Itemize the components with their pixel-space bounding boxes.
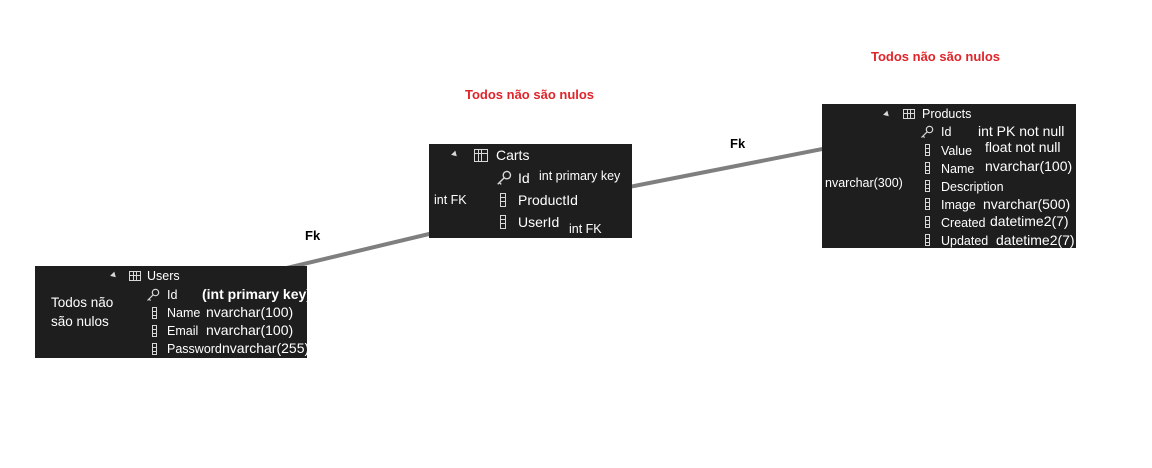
column-icon (152, 325, 157, 337)
carts-col-id-name[interactable]: Id (518, 170, 530, 186)
users-col-email-type: nvarchar(100) (206, 322, 294, 338)
column-icon (500, 193, 506, 207)
column-icon (925, 234, 930, 246)
products-col-created-name[interactable]: Created (941, 216, 986, 230)
carts-col-userid-type: int FK (569, 222, 602, 236)
column-icon (925, 198, 930, 210)
users-col-password-name[interactable]: Password (167, 342, 222, 356)
carts-not-null-note: Todos não são nulos (465, 87, 595, 102)
carts-col-id-type: int primary key (539, 169, 621, 183)
carts-table-panel: Carts int FK Id int primary key ProductI… (429, 144, 632, 238)
key-icon (921, 125, 934, 139)
column-icon (925, 216, 930, 228)
carts-col-userid-name[interactable]: UserId (518, 214, 560, 230)
users-table-panel: Users Todos não são nulos Id (int primar… (35, 266, 311, 358)
users-table-title[interactable]: Users (147, 269, 180, 283)
key-icon (147, 288, 160, 302)
users-not-null-note-line2: são nulos (51, 314, 109, 329)
users-col-id-type: (int primary key) (202, 286, 311, 302)
products-col-value-name[interactable]: Value (941, 144, 973, 158)
products-table-title[interactable]: Products (922, 107, 972, 121)
users-carts-fk-label: Fk (305, 228, 321, 243)
users-col-password-type: nvarchar(255) (222, 340, 310, 356)
products-col-name-name[interactable]: Name (941, 162, 975, 176)
users-col-email-name[interactable]: Email (167, 324, 199, 338)
expand-arrow-icon[interactable] (883, 110, 891, 119)
products-col-image-name[interactable]: Image (941, 198, 976, 212)
column-icon (925, 162, 930, 174)
products-table-panel: Products nvarchar(300) Id int PK not nul… (822, 104, 1076, 248)
products-col-value-type: float not null (985, 139, 1061, 155)
column-icon (152, 343, 157, 355)
table-icon (474, 149, 488, 162)
carts-products-fk-label: Fk (730, 136, 746, 151)
products-col-updated-name[interactable]: Updated (941, 234, 989, 248)
products-col-updated-type: datetime2(7) (996, 232, 1075, 248)
products-col-id-name[interactable]: Id (941, 125, 952, 139)
column-icon (925, 144, 930, 156)
users-col-name-type: nvarchar(100) (206, 304, 294, 320)
expand-arrow-icon[interactable] (110, 271, 118, 280)
table-icon (129, 271, 141, 281)
users-not-null-note-line1: Todos não (51, 295, 114, 310)
products-not-null-note: Todos não são nulos (871, 49, 1001, 64)
carts-table-title[interactable]: Carts (496, 147, 530, 163)
column-icon (925, 180, 930, 192)
products-col-description-name[interactable]: Description (941, 180, 1004, 194)
column-icon (152, 307, 157, 319)
products-side-note: nvarchar(300) (825, 176, 903, 190)
column-icon (500, 215, 506, 229)
carts-side-note: int FK (434, 193, 467, 207)
expand-arrow-icon[interactable] (451, 150, 459, 159)
table-icon (903, 109, 915, 119)
products-col-image-type: nvarchar(500) (983, 196, 1071, 212)
users-col-id-name[interactable]: Id (167, 288, 178, 302)
products-col-id-type: int PK not null (978, 123, 1065, 139)
carts-col-productid-name[interactable]: ProductId (518, 192, 578, 208)
products-col-name-type: nvarchar(100) (985, 158, 1073, 174)
key-icon (497, 170, 512, 185)
users-col-name-name[interactable]: Name (167, 306, 201, 320)
products-col-created-type: datetime2(7) (990, 213, 1069, 229)
